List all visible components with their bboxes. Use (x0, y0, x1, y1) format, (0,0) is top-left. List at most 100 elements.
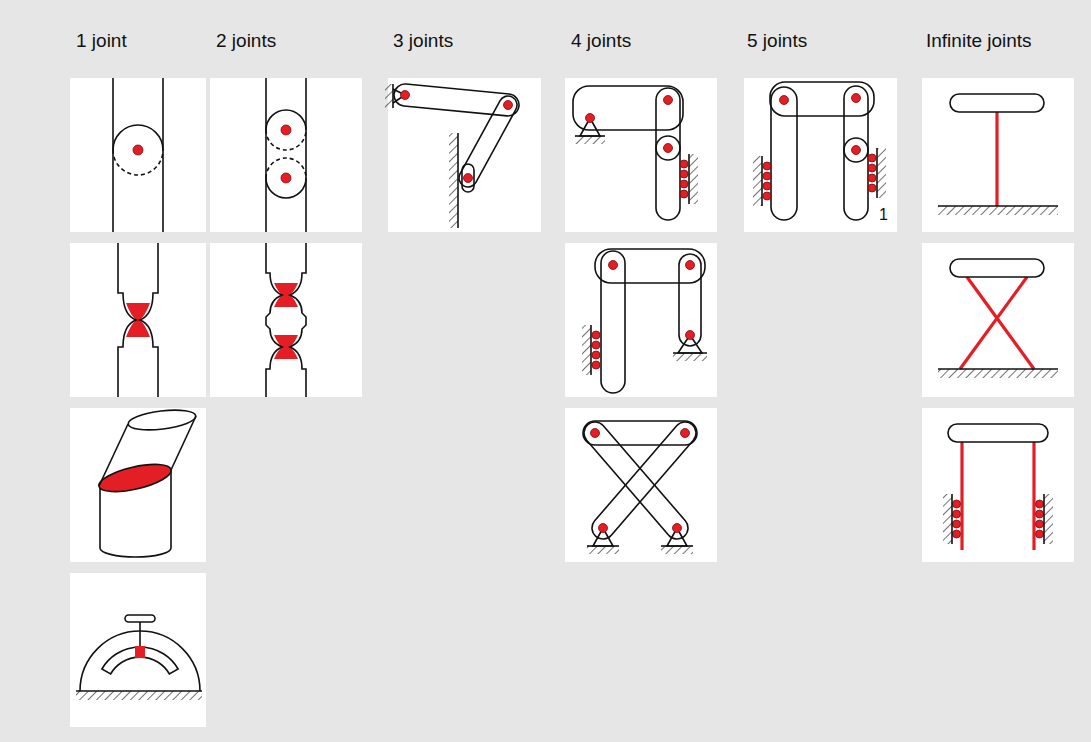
crossed-linkage-figure-part (661, 546, 693, 554)
crossed-linkage-figure (565, 408, 717, 562)
continuum-flexure-figure-part (922, 78, 1074, 232)
slot-lever-figure-part (139, 622, 141, 646)
flexure-hinge-figure-part (70, 243, 206, 397)
slot-lever-figure-part (76, 691, 202, 700)
pin-joint-figure-part (70, 78, 206, 232)
double-pin-figure-part (210, 78, 362, 232)
five-joint-linkage-figure-part (852, 146, 861, 155)
three-joint-linkage-figure-part (449, 133, 458, 228)
column-header: 4 joints (571, 30, 631, 52)
cross-flexure-figure-part (938, 369, 1058, 378)
three-joint-linkage-figure-part (388, 78, 541, 232)
five-joint-linkage-figure-part (877, 148, 886, 198)
double-pin-figure-part (305, 78, 307, 130)
pin-joint-figure-part (162, 78, 164, 150)
parallel-flexure-figure-part (953, 520, 961, 528)
four-joint-linkage-figure-part (565, 243, 717, 397)
crossed-linkage-figure-part (579, 417, 692, 543)
five-joint-linkage-figure-part (844, 138, 868, 220)
parallel-flexure-figure-part (953, 510, 961, 518)
four-joint-linkage-figure-part (609, 261, 618, 270)
five-joint-linkage-figure-part (868, 164, 876, 172)
cross-flexure-figure-part (922, 243, 1074, 397)
four-joint-linkage-figure-part (686, 331, 695, 340)
parallel-flexure-figure-part (1044, 494, 1053, 544)
continuum-flexure-figure (922, 78, 1074, 232)
parallel-flexure-figure-part (922, 408, 1074, 562)
crossed-linkage-figure-part (599, 524, 608, 533)
crossed-linkage-figure-part (565, 408, 717, 562)
five-joint-linkage-figure-part (763, 182, 771, 190)
double-pin-figure-part (281, 125, 291, 135)
cylinder-joint-figure-part (100, 548, 171, 557)
double-pin-figure-part (265, 78, 267, 130)
parallel-flexure-figure-part (948, 424, 1048, 442)
four-joint-linkage-figure-part (565, 78, 717, 232)
cylinder-joint-figure (70, 407, 206, 562)
pin-joint-figure (70, 78, 206, 232)
four-joint-linkage-figure-part (592, 331, 600, 339)
four-joint-linkage-figure-part (680, 190, 688, 198)
column-header: Infinite joints (926, 30, 1032, 52)
crossed-linkage-figure-part (681, 429, 690, 438)
crossed-linkage-figure-part (583, 421, 697, 445)
parallel-flexure-figure-part (1036, 510, 1044, 518)
parallel-flexure-figure-part (1036, 500, 1044, 508)
four-joint-linkage-figure-part (586, 114, 595, 123)
slot-lever-figure-part (135, 646, 145, 658)
double-pin-figure-part (266, 110, 306, 198)
double-flexure-figure-part (274, 283, 298, 307)
five-joint-linkage-figure-part (753, 156, 762, 206)
slot-lever-figure (70, 573, 206, 727)
cylinder-joint-figure-part (96, 459, 173, 497)
cross-flexure-figure-part (967, 277, 1034, 369)
pin-joint-figure-part (133, 145, 143, 155)
crossed-linkage-figure-part (587, 417, 700, 543)
double-pin-figure-part (281, 173, 291, 183)
four-joint-linkage-figure-part (686, 261, 695, 270)
column-header: 2 joints (216, 30, 276, 52)
cylinder-joint-figure-part (70, 408, 206, 562)
four-joint-linkage-figure-part (656, 136, 680, 220)
double-pin-figure (210, 78, 362, 232)
five-joint-linkage-figure-part (844, 86, 868, 162)
four-joint-linkage-figure (565, 78, 717, 232)
cross-flexure-figure-part (960, 277, 1027, 369)
four-joint-linkage-figure-part (680, 160, 688, 168)
cross-flexure-figure-part (950, 259, 1044, 277)
double-flexure-figure-part (266, 243, 282, 397)
five-joint-linkage-figure (744, 78, 897, 232)
flexure-hinge-figure-part (140, 243, 158, 397)
column-header: 3 joints (393, 30, 453, 52)
five-joint-linkage-figure-part (868, 184, 876, 192)
four-joint-linkage-figure-part (664, 144, 673, 153)
column-header: 5 joints (747, 30, 807, 52)
four-joint-linkage-figure-part (689, 154, 698, 204)
parallel-flexure-figure-part (1036, 520, 1044, 528)
continuum-flexure-figure-part (938, 206, 1058, 215)
five-joint-linkage-figure-part (763, 172, 771, 180)
parallel-flexure-figure-part (943, 494, 952, 544)
double-flexure-figure-part (210, 243, 362, 397)
five-joint-linkage-figure-part (763, 192, 771, 200)
four-joint-linkage-figure (565, 243, 717, 397)
double-pin-figure-part (265, 178, 267, 232)
five-joint-linkage-figure-part (868, 174, 876, 182)
parallel-flexure-figure-part (953, 530, 961, 538)
flexure-hinge-figure-part (118, 243, 136, 397)
four-joint-linkage-figure-part (592, 351, 600, 359)
crossed-linkage-figure-part (591, 429, 600, 438)
four-joint-linkage-figure-part (679, 254, 701, 346)
parallel-flexure-figure-part (1036, 530, 1044, 538)
continuum-flexure-figure-part (995, 112, 998, 206)
five-joint-linkage-figure-part (780, 96, 789, 105)
continuum-flexure-figure-part (950, 94, 1044, 112)
crossed-linkage-figure-part (673, 524, 682, 533)
five-joint-linkage-figure-part (852, 94, 861, 103)
cylinder-joint-figure-part (99, 486, 101, 548)
parallel-flexure-figure (922, 408, 1074, 562)
pin-joint-figure-part (112, 78, 114, 150)
five-joint-linkage-figure-part (744, 78, 897, 232)
pin-joint-figure-part (113, 125, 163, 232)
